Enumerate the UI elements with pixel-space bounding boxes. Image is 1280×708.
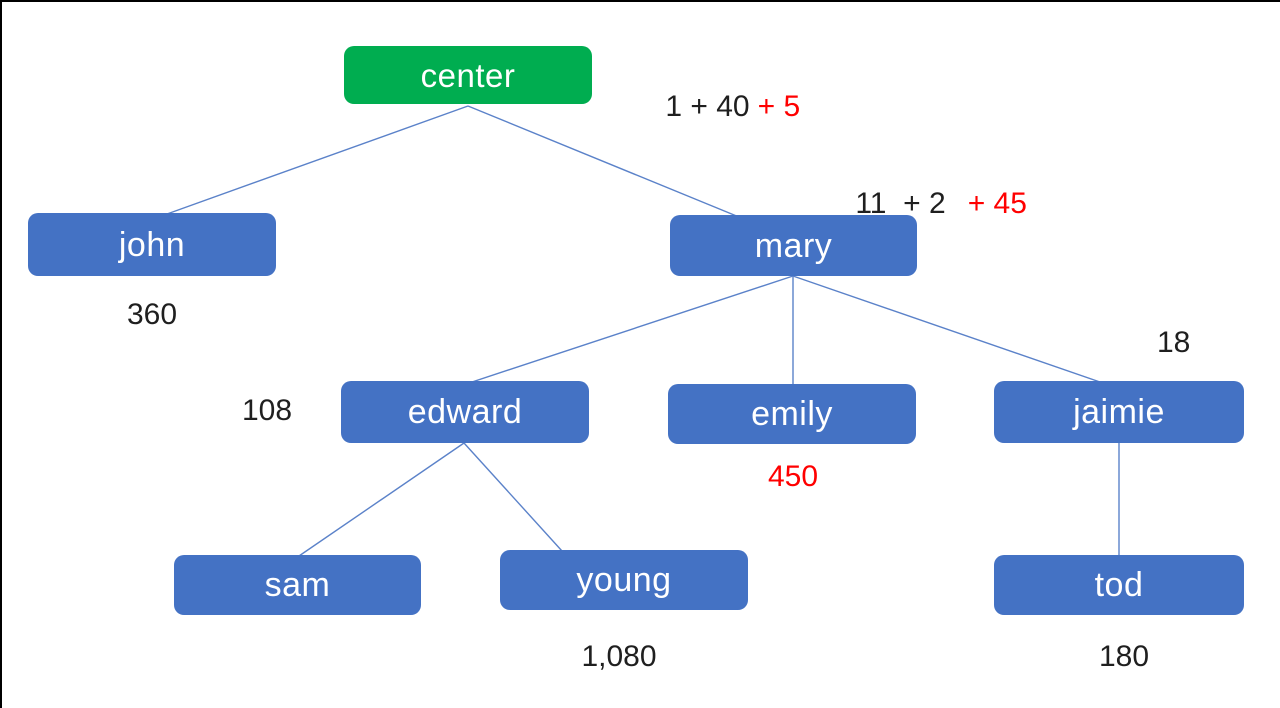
edge-mary-jaimie <box>792 275 1101 383</box>
node-edward[interactable]: edward <box>341 381 589 443</box>
edge-center-john <box>166 105 469 215</box>
node-tod[interactable]: tod <box>994 555 1244 615</box>
mary-expression-red: + 45 <box>967 187 1027 220</box>
emily-value-label: 450 <box>767 460 819 493</box>
center-expression-black: 1 + 40 <box>665 90 750 123</box>
tod-value-label: 180 <box>1098 640 1150 673</box>
edge-edward-young <box>463 442 563 552</box>
node-jaimie[interactable]: jaimie <box>994 381 1244 443</box>
mary-expression: 11 + 2 + 45 <box>822 154 1027 253</box>
node-young[interactable]: young <box>500 550 748 610</box>
center-expression-red: + 5 <box>757 90 801 123</box>
edward-value-label: 108 <box>242 394 293 427</box>
jaimie-value-label: 18 <box>1157 326 1191 359</box>
node-sam[interactable]: sam <box>174 555 421 615</box>
node-mary[interactable]: mary <box>670 215 917 276</box>
node-center[interactable]: center <box>344 46 592 104</box>
node-john[interactable]: john <box>28 213 276 276</box>
young-value-label: 1,080 <box>581 640 657 673</box>
john-value-label: 360 <box>126 298 178 331</box>
edge-edward-sam <box>298 442 465 557</box>
edge-mary-edward <box>471 275 794 383</box>
node-emily[interactable]: emily <box>668 384 916 444</box>
mary-expression-black: 11 + 2 <box>855 187 946 220</box>
center-expression: 1 + 40+ 5 <box>632 57 800 156</box>
